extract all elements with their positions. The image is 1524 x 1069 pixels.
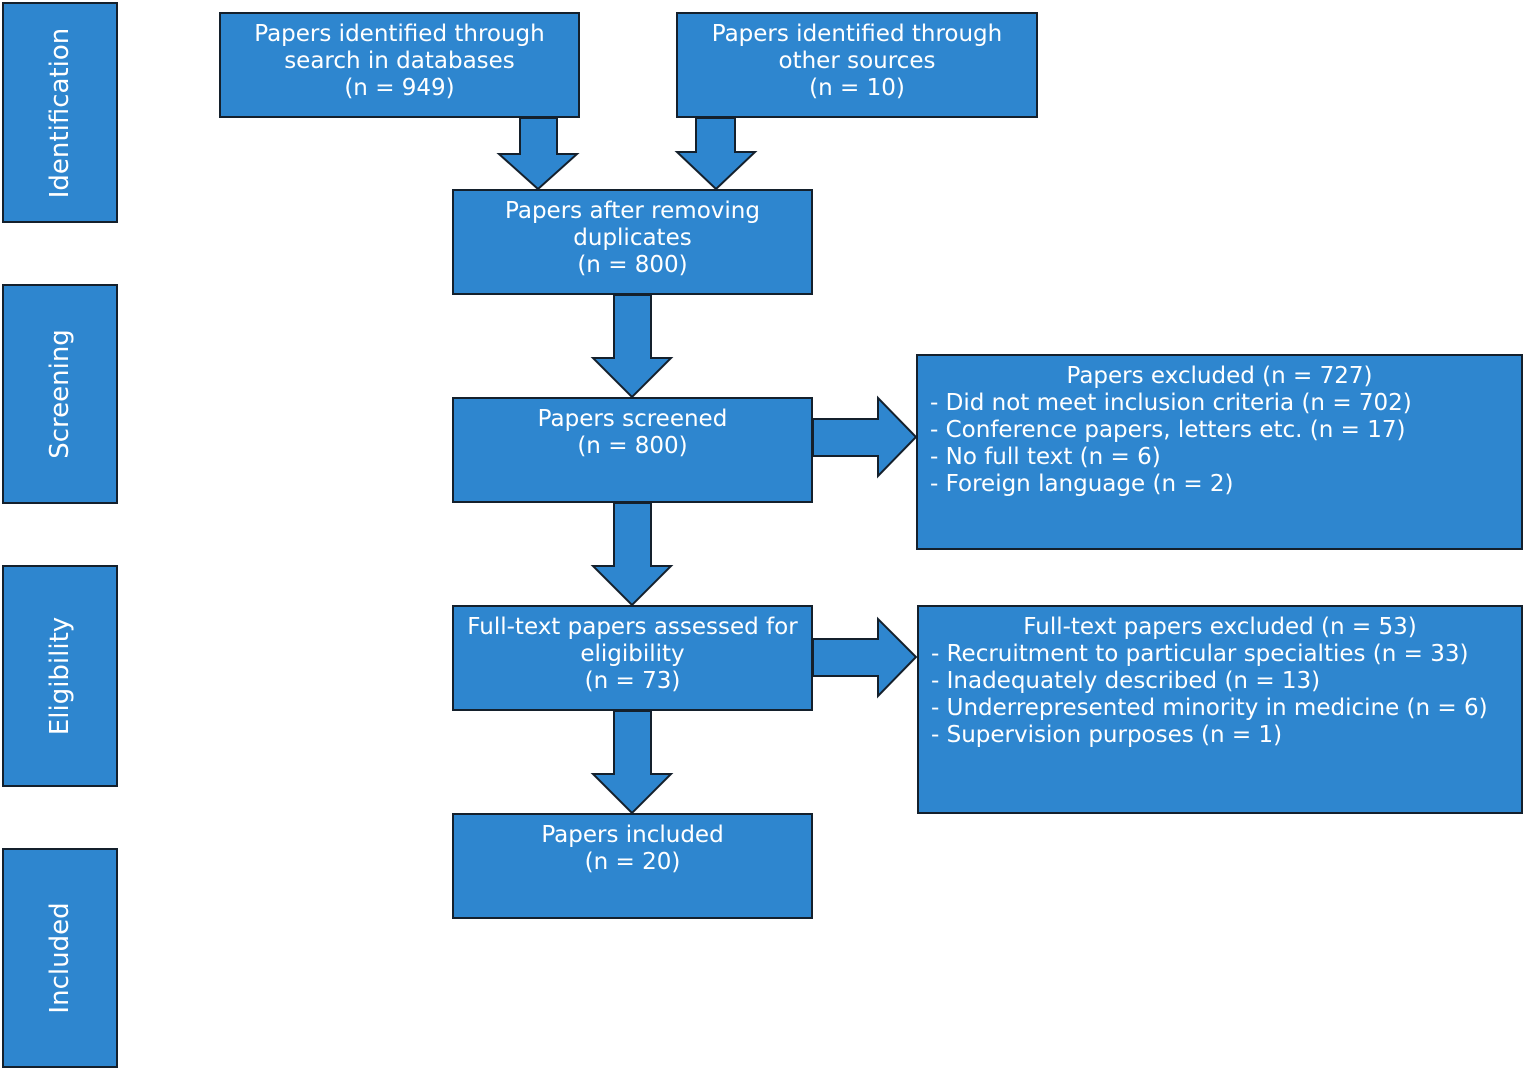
box-other-sources: Papers identified through other sources … (676, 12, 1038, 118)
stage-included: Included (2, 848, 118, 1068)
arrow-screened-to-excluded (812, 395, 918, 479)
arrow-fulltext-to-included (590, 710, 674, 815)
arrow-db-to-dedup (496, 117, 580, 191)
excluded-reason: - No full text (n = 6) (930, 444, 1161, 470)
arrow-fulltext-to-ftexcluded (812, 616, 918, 699)
other-sources-line1: Papers identified through (711, 21, 1003, 47)
fulltext-count: (n = 73) (584, 668, 681, 694)
arrow-other-to-dedup (674, 117, 758, 191)
ft-excluded-reason: - Inadequately described (n = 13) (931, 668, 1321, 694)
box-database-search: Papers identified through search in data… (219, 12, 580, 118)
other-sources-line2: other sources (778, 48, 936, 74)
ft-excluded-reason: - Supervision purposes (n = 1) (931, 722, 1283, 748)
dedup-line1: Papers after removing (505, 198, 760, 224)
box-duplicates-removed: Papers after removing duplicates (n = 80… (452, 189, 813, 295)
box-fulltext-excluded: Full-text papers excluded (n = 53) - Rec… (917, 605, 1523, 814)
ft-excluded-reason: - Recruitment to particular specialties … (931, 641, 1469, 667)
dedup-count: (n = 800) (577, 252, 688, 278)
ft-excluded-reason: - Underrepresented minority in medicine … (931, 695, 1488, 721)
excluded-reason: - Conference papers, letters etc. (n = 1… (930, 417, 1406, 443)
fulltext-line2: eligibility (580, 641, 685, 667)
screened-count: (n = 800) (577, 433, 688, 459)
excluded-title: Papers excluded (n = 727) (1066, 363, 1373, 389)
included-line1: Papers included (541, 822, 724, 848)
dedup-line2: duplicates (573, 225, 692, 251)
arrow-dedup-to-screened (590, 294, 674, 399)
included-count: (n = 20) (584, 849, 681, 875)
excluded-reason: - Foreign language (n = 2) (930, 471, 1234, 497)
box-papers-included: Papers included (n = 20) (452, 813, 813, 919)
fulltext-line1: Full-text papers assessed for (467, 614, 798, 640)
other-sources-count: (n = 10) (809, 75, 905, 101)
ft-excluded-title: Full-text papers excluded (n = 53) (1023, 614, 1417, 640)
db-search-line2: search in databases (284, 48, 515, 74)
stage-screening: Screening (2, 284, 118, 504)
db-search-count: (n = 949) (344, 75, 455, 101)
excluded-reason: - Did not meet inclusion criteria (n = 7… (930, 390, 1412, 416)
box-screened: Papers screened (n = 800) (452, 397, 813, 503)
stage-eligibility: Eligibility (2, 565, 118, 787)
screened-line1: Papers screened (537, 406, 728, 432)
db-search-line1: Papers identified through (254, 21, 545, 47)
box-papers-excluded: Papers excluded (n = 727) - Did not meet… (916, 354, 1523, 550)
arrow-screened-to-fulltext (590, 502, 674, 607)
box-fulltext-assessed: Full-text papers assessed for eligibilit… (452, 605, 813, 711)
stage-identification: Identification (2, 2, 118, 223)
